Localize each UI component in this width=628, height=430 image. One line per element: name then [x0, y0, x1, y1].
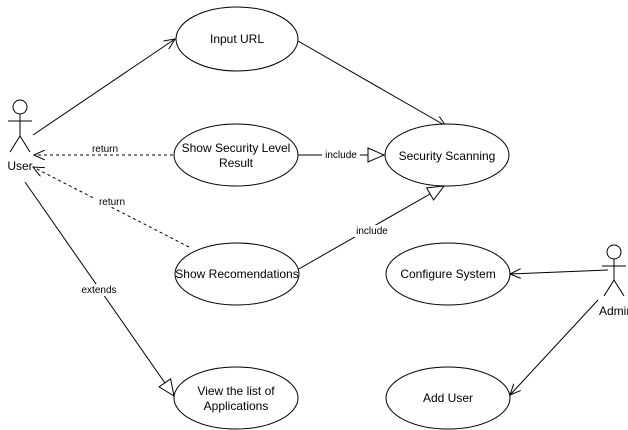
use-case-show-security-level-result[interactable]: Show Security Level Result	[173, 123, 299, 187]
association-admin-configure-system	[510, 270, 609, 274]
relation-label-include-recomendations-text: include	[356, 226, 388, 237]
use-case-view-list-label-line1: View the list of	[197, 384, 275, 398]
use-case-security-scanning[interactable]: Security Scanning	[384, 123, 510, 187]
relation-label-return-recomendations: return	[95, 196, 129, 208]
use-case-security-scanning-label: Security Scanning	[399, 149, 496, 163]
actor-user-label: User	[7, 159, 32, 173]
admin-stick-figure-icon	[602, 244, 626, 297]
use-case-configure-system[interactable]: Configure System	[385, 242, 511, 306]
user-stick-figure-icon	[8, 99, 32, 153]
use-case-show-recomendations[interactable]: Show Recomendations	[174, 242, 300, 306]
association-user-input-url	[32, 39, 175, 136]
relation-label-include-security-result: include	[322, 149, 360, 161]
actor-user[interactable]: User	[7, 99, 33, 173]
relation-label-extends-text: extends	[81, 285, 116, 296]
actor-admin-label: Admin	[599, 304, 628, 318]
relation-label-include-recomendations: include	[352, 225, 392, 237]
use-case-view-list-of-applications[interactable]: View the list of Applications	[173, 366, 299, 430]
use-case-input-url[interactable]: Input URL	[175, 6, 299, 72]
relation-label-return-security-result-text: return	[92, 144, 118, 155]
actor-admin[interactable]: Admin	[599, 244, 628, 318]
relation-label-return-recomendations-text: return	[99, 197, 125, 208]
use-case-add-user-label: Add User	[423, 391, 473, 405]
association-admin-add-user	[510, 299, 599, 395]
use-case-show-security-level-result-label-line1: Show Security Level	[182, 141, 291, 155]
dependency-return-recomendations	[33, 167, 190, 248]
use-case-input-url-label: Input URL	[210, 32, 264, 46]
relation-label-include-security-result-text: include	[325, 150, 357, 161]
use-case-add-user[interactable]: Add User	[385, 366, 511, 430]
use-case-show-security-level-result-label-line2: Result	[219, 156, 254, 170]
association-input-url-security-scanning	[297, 40, 446, 126]
relation-label-extends: extends	[78, 284, 120, 296]
use-case-configure-system-label: Configure System	[400, 267, 495, 281]
relation-label-return-security-result: return	[88, 143, 122, 155]
use-case-view-list-label-line2: Applications	[204, 399, 269, 413]
use-case-show-recomendations-label: Show Recomendations	[175, 267, 298, 281]
